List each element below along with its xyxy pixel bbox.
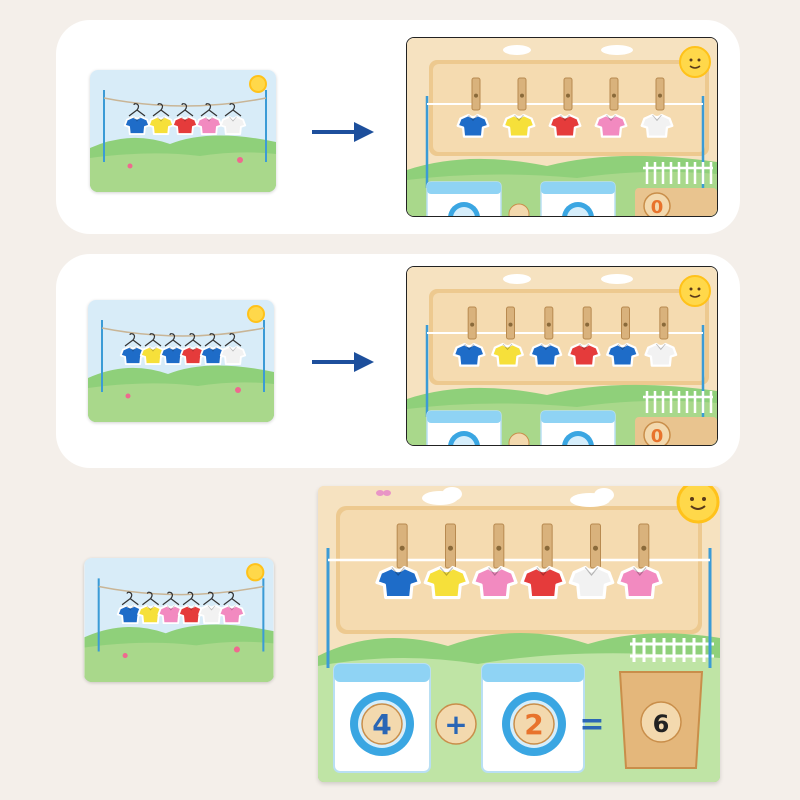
- hanger-icon: [164, 333, 182, 347]
- sun-icon: [676, 486, 720, 524]
- shirt-blue-icon[interactable]: [529, 342, 563, 367]
- pattern-card-illustration: [88, 300, 274, 422]
- shirt-blue-icon[interactable]: [123, 115, 151, 135]
- shirt-pink-icon[interactable]: [472, 565, 518, 600]
- board-preview: 0: [407, 267, 717, 445]
- shirt-white-icon[interactable]: [219, 115, 247, 135]
- hanger-icon: [162, 591, 180, 606]
- shirt-yellow-icon[interactable]: [502, 113, 536, 138]
- washing-machine-icon: [426, 181, 502, 216]
- shirt-blue-icon[interactable]: [159, 345, 187, 365]
- sun-icon: [246, 563, 265, 582]
- sun-icon: [679, 275, 711, 307]
- shirt-pink-icon[interactable]: [157, 604, 185, 625]
- hanger-icon: [223, 591, 241, 606]
- shirt-blue-icon[interactable]: [119, 345, 147, 365]
- equation-right[interactable]: 2: [524, 708, 543, 741]
- flower-icon: [125, 387, 241, 399]
- hanger-icon: [182, 591, 200, 606]
- shirt-blue-icon[interactable]: [452, 342, 486, 367]
- sun-icon: [249, 75, 267, 93]
- example-panel-2: 0: [56, 254, 740, 468]
- flower-icon: [122, 646, 240, 659]
- shirt-red-icon[interactable]: [548, 113, 582, 138]
- math-board-illustration: 4 + 2 = 6: [318, 486, 720, 782]
- shirt-pink-icon[interactable]: [594, 113, 628, 138]
- hanger-icon: [152, 103, 170, 117]
- shirt-yellow-icon[interactable]: [423, 565, 470, 600]
- shirt-blue-icon[interactable]: [199, 345, 227, 365]
- answer-digit[interactable]: 0: [651, 426, 664, 445]
- hanger-icon: [204, 333, 222, 347]
- butterfly-icon: [376, 490, 391, 496]
- pattern-card: [84, 558, 274, 682]
- hanger-icon: [144, 333, 162, 347]
- washing-machine-icon: [540, 410, 616, 445]
- board-preview-frame: 0: [406, 266, 718, 446]
- board-preview-frame: 0: [406, 37, 718, 217]
- hanger-icon: [121, 591, 139, 606]
- cloud-icon: [422, 487, 614, 507]
- flower-icon: [127, 157, 243, 169]
- arrow-right-icon: [312, 122, 374, 142]
- equation-operator[interactable]: +: [444, 708, 467, 741]
- hanger-icon: [200, 103, 218, 117]
- shirt-pink-icon[interactable]: [218, 604, 246, 625]
- shirt-blue-icon[interactable]: [456, 113, 490, 138]
- shirt-pink-icon[interactable]: [195, 115, 223, 135]
- answer-digit[interactable]: 0: [651, 197, 664, 216]
- shirt-yellow-icon[interactable]: [137, 604, 164, 625]
- hanger-icon: [124, 333, 142, 347]
- pattern-card: [90, 70, 276, 192]
- shirt-red-icon[interactable]: [177, 604, 205, 625]
- hanger-icon: [224, 333, 242, 347]
- washing-machine-icon: [540, 181, 616, 216]
- shirt-blue-icon[interactable]: [606, 342, 639, 367]
- pattern-card-illustration: [84, 558, 274, 682]
- example-panel-1: 0: [56, 20, 740, 234]
- result-disc: [640, 701, 682, 743]
- shirt-yellow-icon[interactable]: [491, 342, 524, 367]
- arrow-right-icon: [312, 352, 374, 372]
- shirt-white-icon[interactable]: [568, 565, 615, 600]
- shirt-white-icon[interactable]: [219, 345, 247, 365]
- operator-disc: [435, 703, 477, 745]
- shirt-red-icon[interactable]: [520, 565, 566, 600]
- shirt-red-icon[interactable]: [171, 115, 199, 135]
- math-board: 4 + 2 = 6: [318, 486, 720, 782]
- hanger-icon: [128, 103, 146, 117]
- board-preview: 0: [407, 38, 717, 216]
- shirt-red-icon[interactable]: [567, 342, 601, 367]
- sun-icon: [679, 46, 711, 78]
- hanger-icon: [203, 591, 221, 606]
- fence-icon: [643, 162, 713, 184]
- washing-machine-icon: [426, 410, 502, 445]
- cloud-icon: [503, 45, 633, 55]
- shirt-pink-icon[interactable]: [617, 565, 663, 600]
- number-disc: [513, 703, 555, 745]
- fence-icon: [643, 391, 713, 413]
- equation-result[interactable]: 6: [653, 710, 670, 738]
- shirt-white-icon[interactable]: [198, 604, 225, 625]
- hanger-icon: [224, 103, 242, 117]
- equation-left[interactable]: 4: [372, 708, 391, 741]
- fence-icon: [630, 638, 714, 662]
- shirt-yellow-icon[interactable]: [147, 115, 175, 135]
- sun-icon: [247, 305, 265, 323]
- shirt-red-icon[interactable]: [179, 345, 207, 365]
- equation-equals: =: [579, 707, 604, 742]
- shirt-white-icon[interactable]: [644, 342, 678, 367]
- shirt-blue-icon[interactable]: [375, 565, 421, 600]
- shirt-blue-icon[interactable]: [116, 604, 144, 625]
- number-disc: [361, 703, 403, 745]
- hanger-icon: [142, 591, 160, 606]
- pattern-card-illustration: [90, 70, 276, 192]
- hanger-icon: [184, 333, 202, 347]
- cloud-icon: [503, 274, 633, 284]
- clothesline-shirts: [375, 523, 663, 600]
- shirt-yellow-icon[interactable]: [139, 345, 167, 365]
- shirt-white-icon[interactable]: [640, 113, 674, 138]
- pattern-card: [88, 300, 274, 422]
- hanger-icon: [176, 103, 194, 117]
